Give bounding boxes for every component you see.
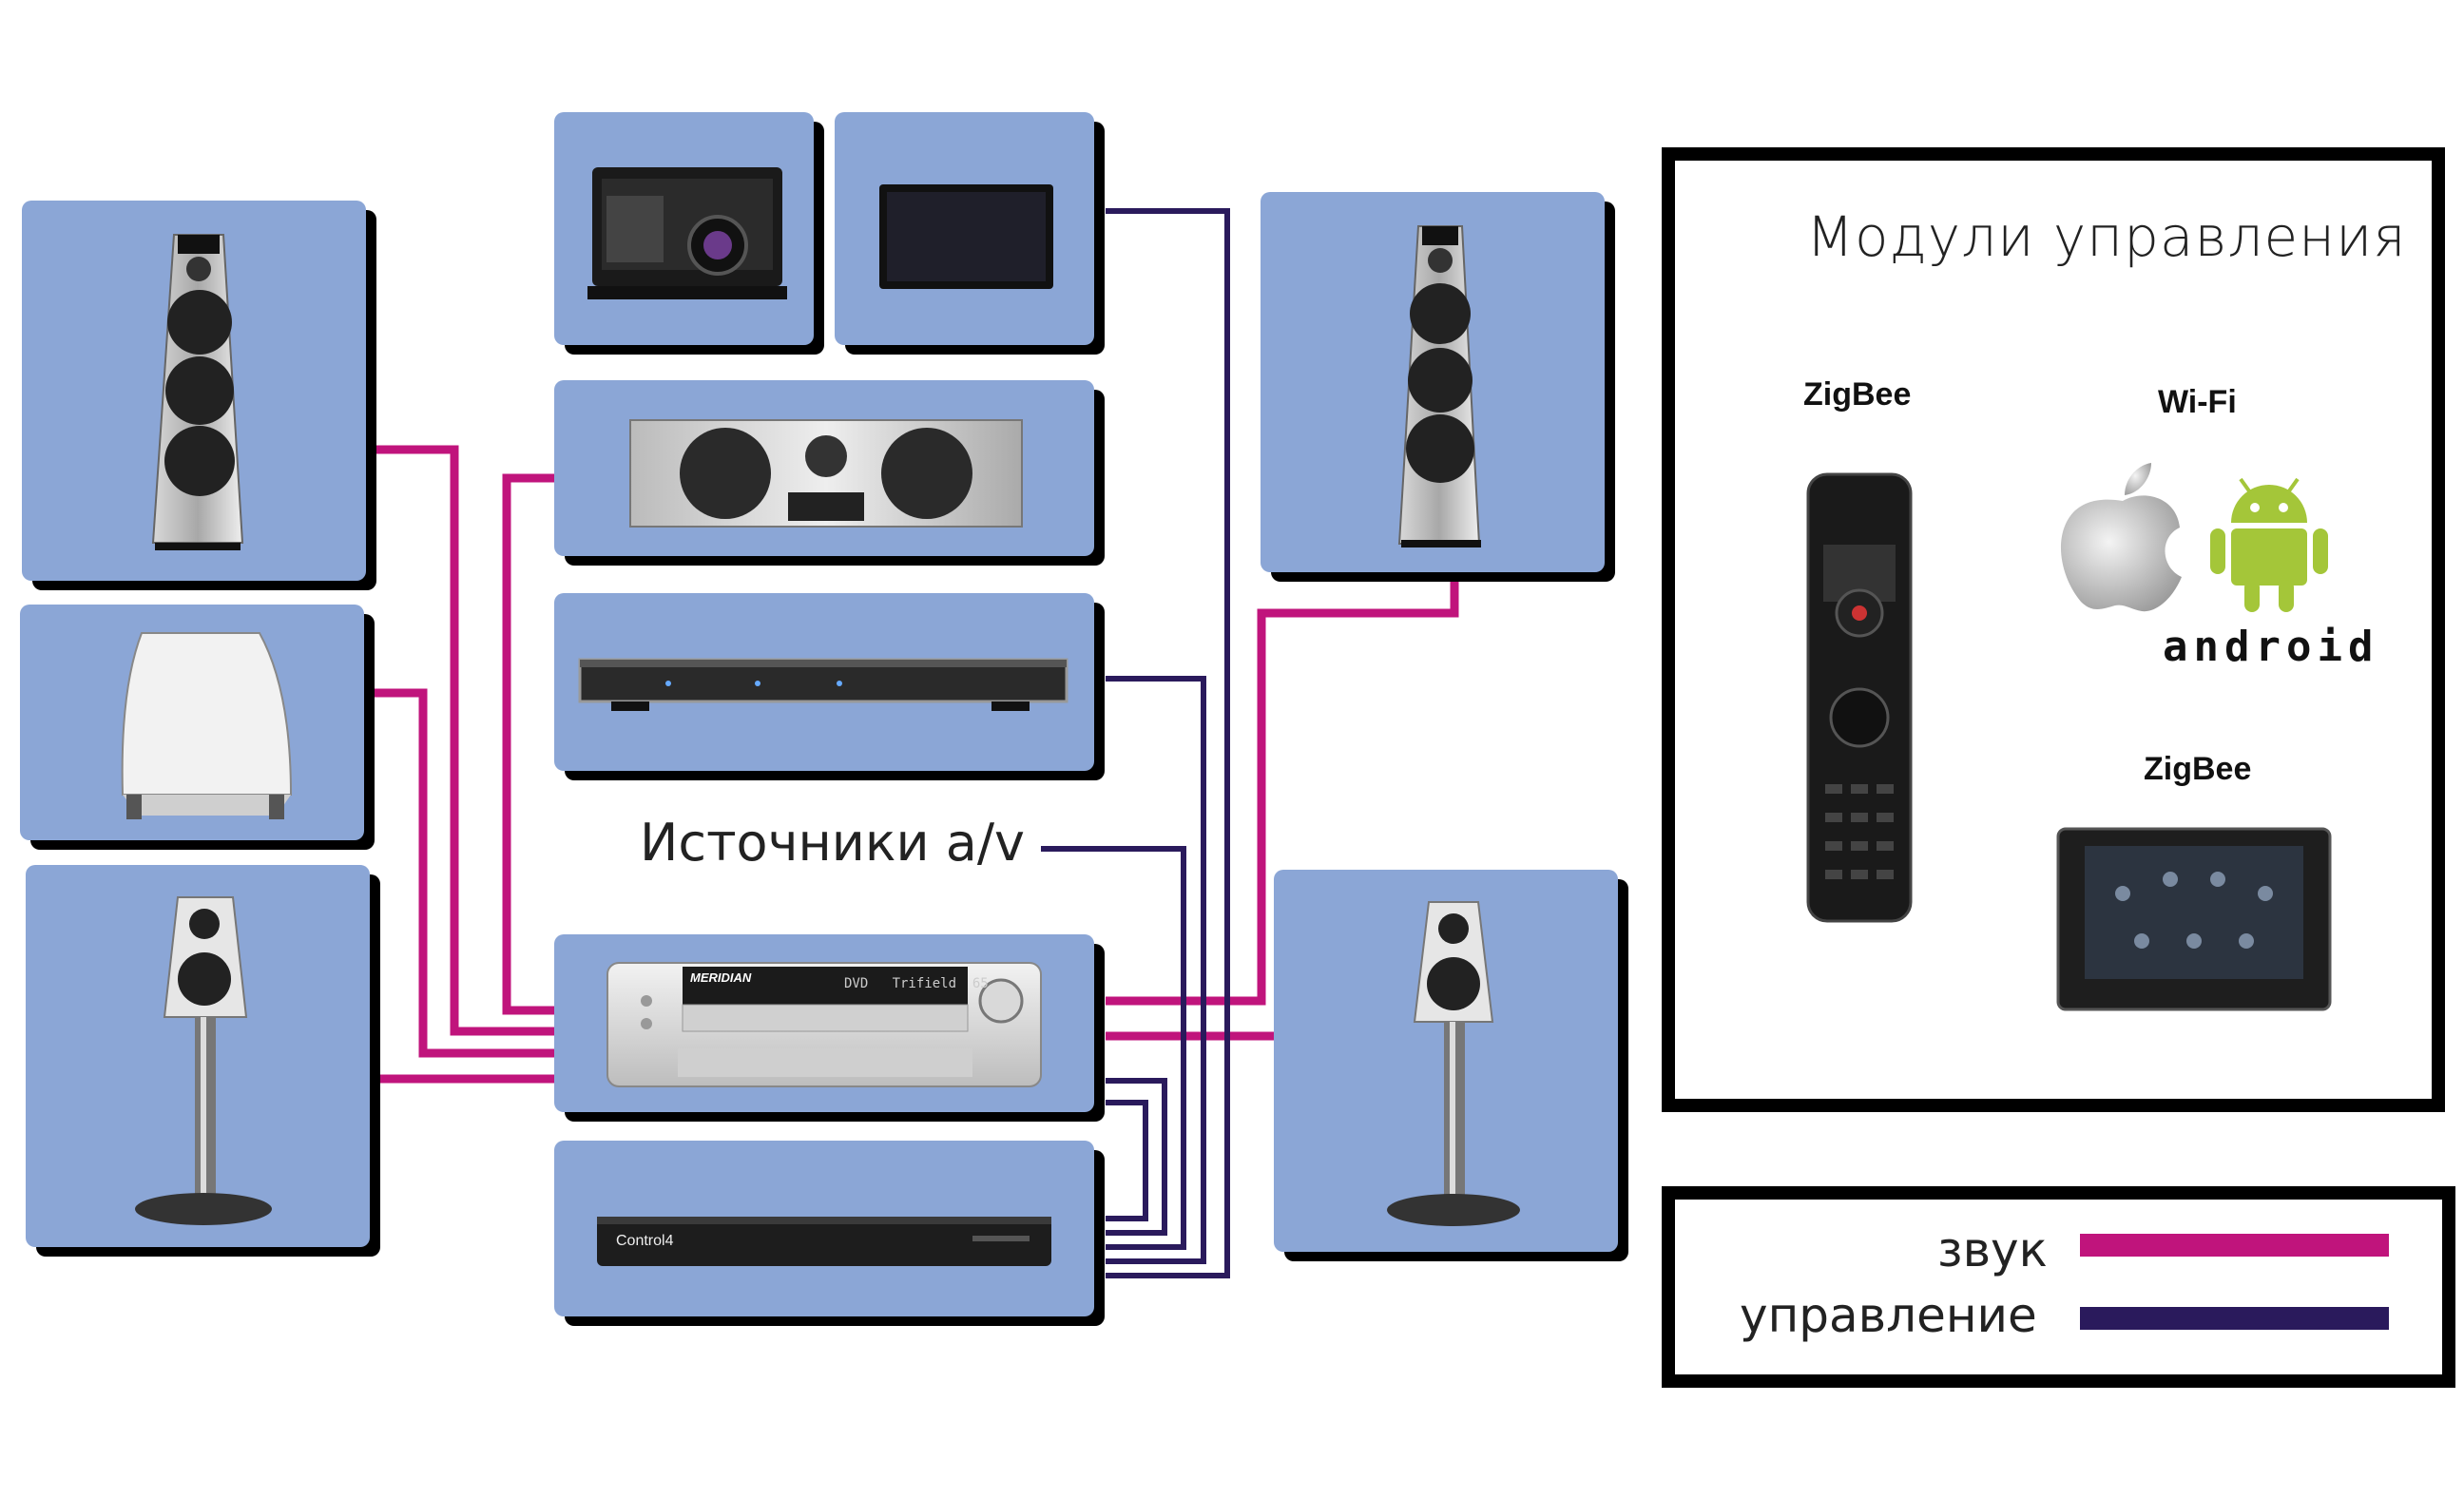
controller-brand-label: Control4 <box>616 1233 674 1249</box>
tv-icon <box>879 184 1053 289</box>
wifi-label: Wi-Fi <box>2158 384 2237 420</box>
floor-speaker-left-panel <box>22 201 366 581</box>
projector-icon <box>587 167 787 299</box>
av-brand-label: MERIDIAN <box>690 970 752 985</box>
floor-speaker-right-panel <box>1261 192 1605 572</box>
control-wire-sources <box>1041 846 1186 1250</box>
legend-control-label: управление <box>1740 1288 2037 1343</box>
tower-speaker-icon <box>151 234 244 550</box>
bookshelf-speaker-right-panel <box>1274 870 1618 1252</box>
sources-label: Источники a/v <box>640 813 1025 873</box>
apple-logo-icon <box>2060 463 2182 612</box>
stand-speaker-icon <box>135 896 272 1225</box>
sound-wire-right-tower <box>1106 582 1459 1006</box>
tv-screen-panel <box>835 112 1094 345</box>
rack-unit-panel <box>554 593 1094 771</box>
control-wire-rack <box>1106 676 1206 1264</box>
control-modules-title: Модули управления <box>1806 204 2407 269</box>
av-processor-panel: MERIDIAN DVD Trifield 65 <box>554 934 1094 1112</box>
av-processor-icon <box>606 962 1042 1087</box>
center-speaker-panel <box>554 380 1094 556</box>
control-wire-tv <box>1106 208 1230 1278</box>
stand-speaker-icon <box>1387 901 1520 1226</box>
controller-box-icon <box>597 1217 1051 1266</box>
tower-speaker-icon <box>1397 225 1481 547</box>
sound-wire-subwoofer <box>374 688 556 1058</box>
touch-panel-icon <box>2056 827 2332 1011</box>
rack-unit-icon <box>578 658 1068 711</box>
subwoofer-panel <box>20 605 364 840</box>
zigbee-remote-label: ZigBee <box>1803 376 1912 413</box>
legend-sound-label: звук <box>1937 1222 2048 1277</box>
subwoofer-icon <box>121 632 293 819</box>
android-wordmark: android <box>2163 623 2379 671</box>
control-wire-av <box>1106 1078 1167 1236</box>
zigbee-panel-label: ZigBee <box>2144 751 2252 787</box>
android-robot-icon <box>2210 477 2328 612</box>
center-speaker-icon <box>629 419 1023 528</box>
sound-wire-left-tower <box>375 445 556 1036</box>
legend-sound-line <box>2080 1234 2389 1257</box>
bookshelf-speaker-left-panel <box>26 865 370 1247</box>
legend-control-line <box>2080 1307 2389 1330</box>
legend-box <box>1662 1186 2455 1388</box>
sound-wire-center <box>502 473 556 1015</box>
remote-control-icon <box>1806 472 1913 923</box>
av-display-text: DVD Trifield 65 <box>844 976 989 991</box>
control-wire-av2 <box>1106 1100 1148 1221</box>
control4-controller-panel: Control4 <box>554 1141 1094 1316</box>
projector-panel <box>554 112 814 345</box>
